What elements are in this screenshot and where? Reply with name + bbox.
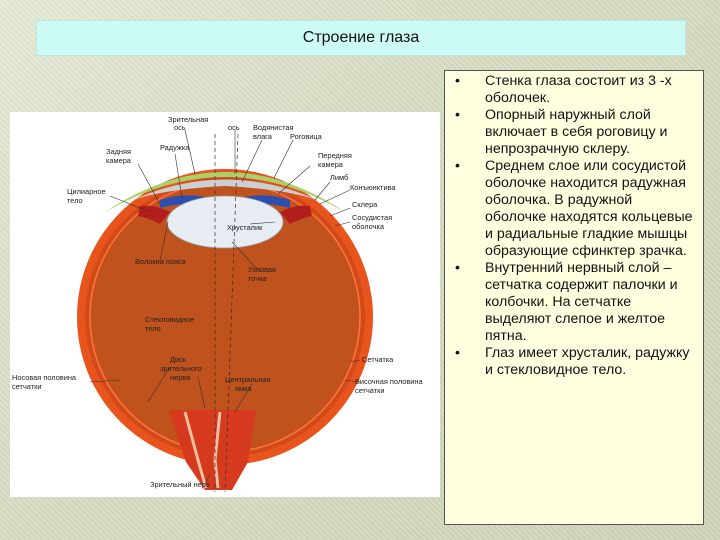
leader-line <box>273 139 294 179</box>
bullet-item: • Стенка глаза состоит из 3 -х оболочек. <box>453 73 697 107</box>
label-lens: Хрусталик <box>227 223 263 232</box>
label-vitreous: тело <box>145 324 161 333</box>
label-optical-axis: ось <box>228 123 240 132</box>
slide-title: Строение глаза <box>302 29 420 46</box>
cornea-shape <box>105 172 345 212</box>
title-bar: Строение глаза <box>36 20 686 56</box>
leader-line <box>329 207 351 217</box>
label-aqueous: Водянистая <box>253 123 294 132</box>
leader-line <box>241 139 263 183</box>
label-visual-axis: Зрительная <box>168 115 208 124</box>
leader-line <box>204 473 211 485</box>
label-posterior-chamber: камера <box>106 156 132 165</box>
bullet-mark: • <box>455 260 460 276</box>
bullet-mark: • <box>455 345 460 361</box>
label-ciliary: тело <box>67 196 83 205</box>
label-aqueous: влага <box>253 132 273 141</box>
leader-line <box>249 221 276 225</box>
bullet-item: • Среднем слое или сосудистой оболочке н… <box>453 158 697 260</box>
label-cornea: Роговица <box>290 132 323 141</box>
leader-line <box>109 195 151 213</box>
label-nodal-point: Узловая <box>248 265 276 274</box>
label-anterior-chamber: камера <box>318 160 344 169</box>
bullet-text: Стенка глаза состоит из 3 -х оболочек. <box>485 73 672 106</box>
optic-nerve-vessel-shape <box>183 411 208 489</box>
bullet-text: Глаз имеет хрусталик, радужку и стеклови… <box>485 345 690 378</box>
vitreous-shape <box>92 184 358 450</box>
bullet-item: • Опорный наружный слой включает в себя … <box>453 107 697 158</box>
bullet-mark: • <box>455 73 460 89</box>
lens-shape <box>166 195 284 249</box>
leader-line <box>314 181 331 201</box>
leader-line <box>234 383 253 413</box>
bullet-item: • Внутренний нервный слой – сетчатка сод… <box>453 260 697 345</box>
bullet-text: Внутренний нервный слой – сетчатка содер… <box>485 260 678 344</box>
label-choroid: оболочка <box>352 222 385 231</box>
label-posterior-chamber: Задняя <box>106 147 131 156</box>
bullet-text: Среднем слое или сосудистой оболочке нах… <box>485 158 693 259</box>
label-vitreous: Стекловидное <box>145 315 194 324</box>
bullet-mark: • <box>455 158 460 174</box>
leader-line <box>147 366 171 403</box>
label-retina: Сетчатка <box>362 355 394 364</box>
label-iris: Радужка <box>160 143 190 152</box>
leader-line <box>137 163 161 205</box>
leader-line <box>334 221 351 227</box>
label-ciliary: Цилиарное <box>67 187 106 196</box>
ciliary-right-shape <box>280 205 312 224</box>
label-temporal-retina: Височная половина <box>355 377 423 386</box>
label-optic-disc: Диск <box>170 355 187 364</box>
label-zonule: Волокна пояса <box>135 257 187 266</box>
label-nasal-retina: сетчатки <box>12 382 42 391</box>
label-fovea: Центральная <box>225 375 271 384</box>
optical-axis-line <box>224 133 239 493</box>
label-optic-nerve: Зрительный нерв <box>150 480 210 489</box>
eye-diagram: Зрительная ось ось Водянистая влага Рого… <box>10 112 440 497</box>
label-sclera: Склера <box>352 200 378 209</box>
leader-line <box>277 165 311 195</box>
label-optic-disc: зрительного <box>160 364 202 373</box>
leader-line <box>344 379 361 383</box>
leader-line <box>159 221 169 261</box>
bullet-text: Опорный наружный слой включает в себя ро… <box>485 107 668 157</box>
bullet-item: • Глаз имеет хрусталик, радужку и стекло… <box>453 345 697 379</box>
label-nasal-retina: Носовая половина <box>12 373 77 382</box>
leader-line <box>174 153 183 199</box>
leader-line <box>231 241 261 273</box>
leader-line <box>349 359 361 363</box>
leader-line <box>184 129 196 175</box>
anterior-chamber-shape <box>122 179 328 205</box>
label-visual-axis: ось <box>174 123 186 132</box>
eye-diagram-svg: Зрительная ось ось Водянистая влага Рого… <box>12 115 423 493</box>
label-anterior-chamber: Передняя <box>318 151 352 160</box>
label-temporal-retina: сетчатки <box>355 386 385 395</box>
text-panel: • Стенка глаза состоит из 3 -х оболочек.… <box>444 70 704 525</box>
leader-line <box>197 376 206 409</box>
iris-right-shape <box>240 195 290 208</box>
leader-line <box>89 379 121 383</box>
label-choroid: Сосудистая <box>352 213 392 222</box>
label-conjunctiva: Конъюнктива <box>350 183 396 192</box>
label-optic-disc: нерва <box>170 373 191 382</box>
label-nodal-point: точка <box>248 274 267 283</box>
label-limbus: Лимб <box>330 173 348 182</box>
bullet-mark: • <box>455 107 460 123</box>
label-fovea: ямка <box>235 384 252 393</box>
iris-left-shape <box>160 195 210 208</box>
leader-line <box>319 189 351 205</box>
